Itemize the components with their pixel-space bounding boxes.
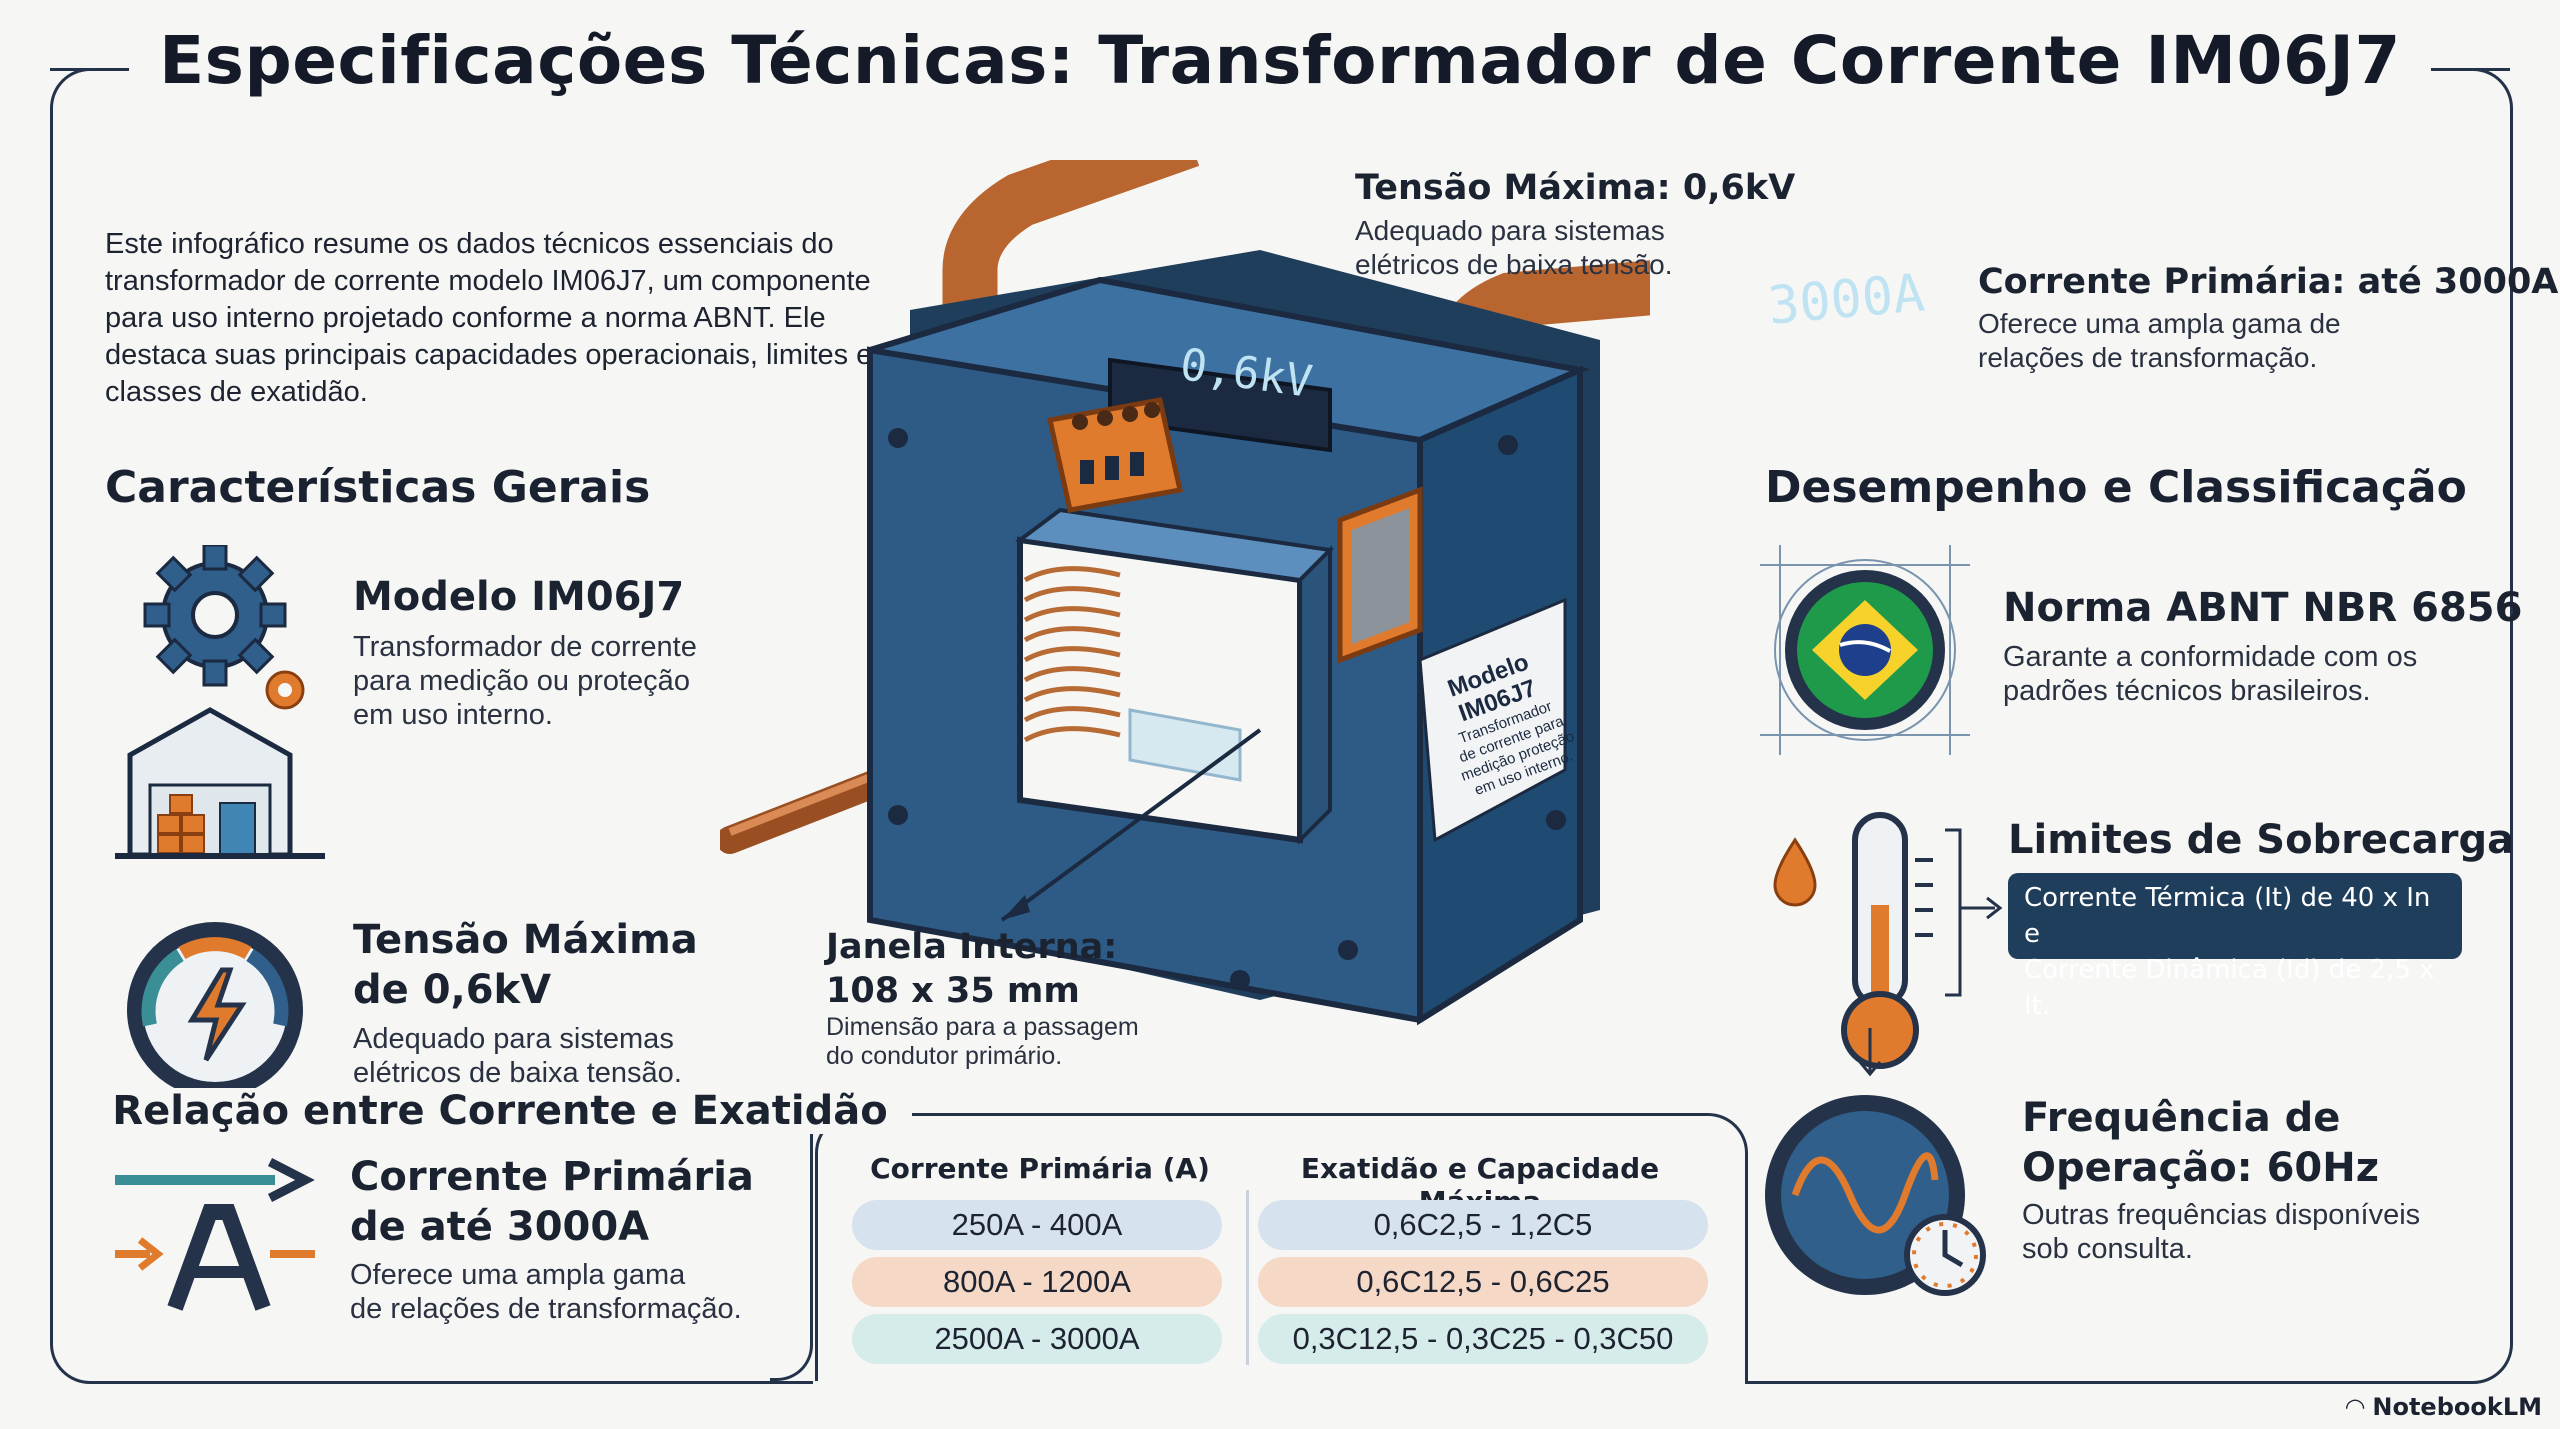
right-section-title: Desempenho e Classificação <box>1765 462 2467 513</box>
model-title: Modelo IM06J7 <box>353 574 685 620</box>
gear-warehouse-icon <box>115 545 325 859</box>
voltage-gauge-icon <box>127 922 303 1098</box>
down-arrow-icon <box>1858 1028 1882 1077</box>
left-section-title: Características Gerais <box>105 462 651 513</box>
current-callout-title: Corrente Primária: até 3000A <box>1978 262 2559 302</box>
current-arrow-icon <box>115 1157 315 1311</box>
table-frame <box>815 1113 1748 1381</box>
accuracy-cell: 0,3C12,5 - 0,3C25 - 0,3C50 <box>1258 1314 1708 1364</box>
page-title: Especificações Técnicas: Transformador d… <box>0 22 2560 99</box>
norm-title: Norma ABNT NBR 6856 <box>2003 585 2523 631</box>
transformer-illustration <box>720 160 1650 1026</box>
window-callout-title: Janela Interna:108 x 35 mm <box>826 927 1118 1011</box>
table-header-current: Corrente Primária (A) <box>870 1152 1210 1185</box>
thermometer-icon <box>1773 812 2003 1069</box>
voltage-callout-title: Tensão Máxima: 0,6kV <box>1355 168 1796 208</box>
brand-logo: ◠NotebookLM <box>2345 1393 2542 1421</box>
notebooklm-icon: ◠ <box>2345 1393 2365 1421</box>
table-divider <box>1246 1190 1249 1365</box>
frequency-clock-icon <box>1765 1095 1986 1296</box>
accuracy-cell: 0,6C2,5 - 1,2C5 <box>1258 1200 1708 1250</box>
accuracy-cell: 0,6C12,5 - 0,6C25 <box>1258 1257 1708 1307</box>
current-range-cell: 800A - 1200A <box>852 1257 1222 1307</box>
brazil-flag-icon <box>1760 545 1970 755</box>
limits-title: Limites de Sobrecarga <box>2008 817 2515 863</box>
current-range-cell: 250A - 400A <box>852 1200 1222 1250</box>
intro-text: Este infográfico resume os dados técnico… <box>105 228 873 408</box>
current-range-cell: 2500A - 3000A <box>852 1314 1222 1364</box>
frame-left-corner <box>770 1100 813 1381</box>
